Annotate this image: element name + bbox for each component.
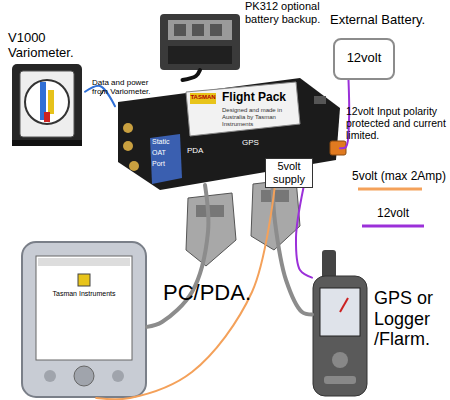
supply-box: 5volt supply xyxy=(265,158,313,188)
legend-text: 12volt xyxy=(377,207,447,221)
battery-backup-device xyxy=(210,24,222,36)
battery-backup-device xyxy=(160,14,240,70)
gps-box: GPS or Logger /Flarm. xyxy=(312,248,368,396)
battery-backup-device xyxy=(160,14,240,70)
node-text: GPS xyxy=(242,138,272,147)
node-text: OAT xyxy=(152,149,184,157)
gps-device xyxy=(340,298,348,312)
gps-device xyxy=(332,352,348,368)
battery-backup-device xyxy=(192,24,204,36)
node-heading: PC/PDA. xyxy=(163,280,273,305)
legend-text: 5volt (max 2Amp) xyxy=(352,170,450,184)
flight-pack-body xyxy=(190,93,216,104)
pda-device xyxy=(78,274,90,286)
wire-connector xyxy=(296,188,312,278)
battery-backup-device xyxy=(174,24,186,36)
pda-device xyxy=(36,256,132,360)
node-text: Port xyxy=(152,160,184,168)
variometer-device xyxy=(44,112,50,122)
variometer-device xyxy=(12,64,82,146)
wire-connector xyxy=(183,70,201,80)
connector-label: Data and power from Variometer. xyxy=(92,78,164,96)
legend-line-sample xyxy=(362,225,424,228)
wire-connector xyxy=(96,188,274,399)
variometer-device xyxy=(12,64,82,146)
node-heading: V1000 Variometer. xyxy=(8,31,98,61)
node-text: 12volt xyxy=(335,51,393,66)
flight-pack-body xyxy=(314,96,326,104)
flight-pack-body xyxy=(123,123,133,133)
flight-pack-body xyxy=(118,78,340,190)
flight-pack-body xyxy=(129,161,139,171)
battery-backup-device xyxy=(168,46,232,64)
node-text: Designed and made in Australia by Tasman… xyxy=(222,107,300,128)
battery-backup-device xyxy=(168,20,232,40)
flight-pack-body xyxy=(123,141,133,151)
legend-line-sample xyxy=(358,188,422,191)
variometer-device xyxy=(12,140,82,146)
battery-backup-box: PK312 optional battery backup. xyxy=(160,12,240,70)
screen-text: Tasman Instruments xyxy=(40,290,128,298)
variometer-device xyxy=(20,71,74,137)
node-heading: GPS or Logger /Flarm. xyxy=(374,288,450,350)
gps-device xyxy=(324,376,356,384)
pda-device xyxy=(22,242,146,397)
node-text: PDA xyxy=(187,146,217,155)
pda-box: PC/PDA. xyxy=(20,240,147,398)
pda-device xyxy=(44,370,56,382)
gps-device xyxy=(313,276,367,396)
flight-pack-body xyxy=(118,78,340,190)
node-text: Static xyxy=(152,138,184,146)
variometer-device xyxy=(48,90,54,114)
serial-plug xyxy=(186,193,236,266)
note-text: 12volt Input polarity protected and curr… xyxy=(346,105,450,141)
pda-device xyxy=(74,366,94,386)
node-heading: PK312 optional battery backup. xyxy=(245,0,341,25)
pda-device xyxy=(112,370,124,382)
wire-connector xyxy=(273,185,313,315)
gps-device xyxy=(313,250,367,396)
node-heading: TASMAN xyxy=(190,94,216,101)
node-heading: 5volt supply xyxy=(266,160,312,185)
variometer-box: V1000 Variometer. xyxy=(10,62,85,147)
gps-device xyxy=(320,288,360,336)
external-battery-box: External Battery.12volt xyxy=(333,38,395,80)
pda-device xyxy=(22,242,146,397)
wire-connector xyxy=(147,185,208,327)
pda-device xyxy=(38,258,130,266)
node-heading: External Battery. xyxy=(330,13,450,28)
variometer-device xyxy=(25,80,69,124)
node-text: Flight Pack xyxy=(222,91,312,105)
